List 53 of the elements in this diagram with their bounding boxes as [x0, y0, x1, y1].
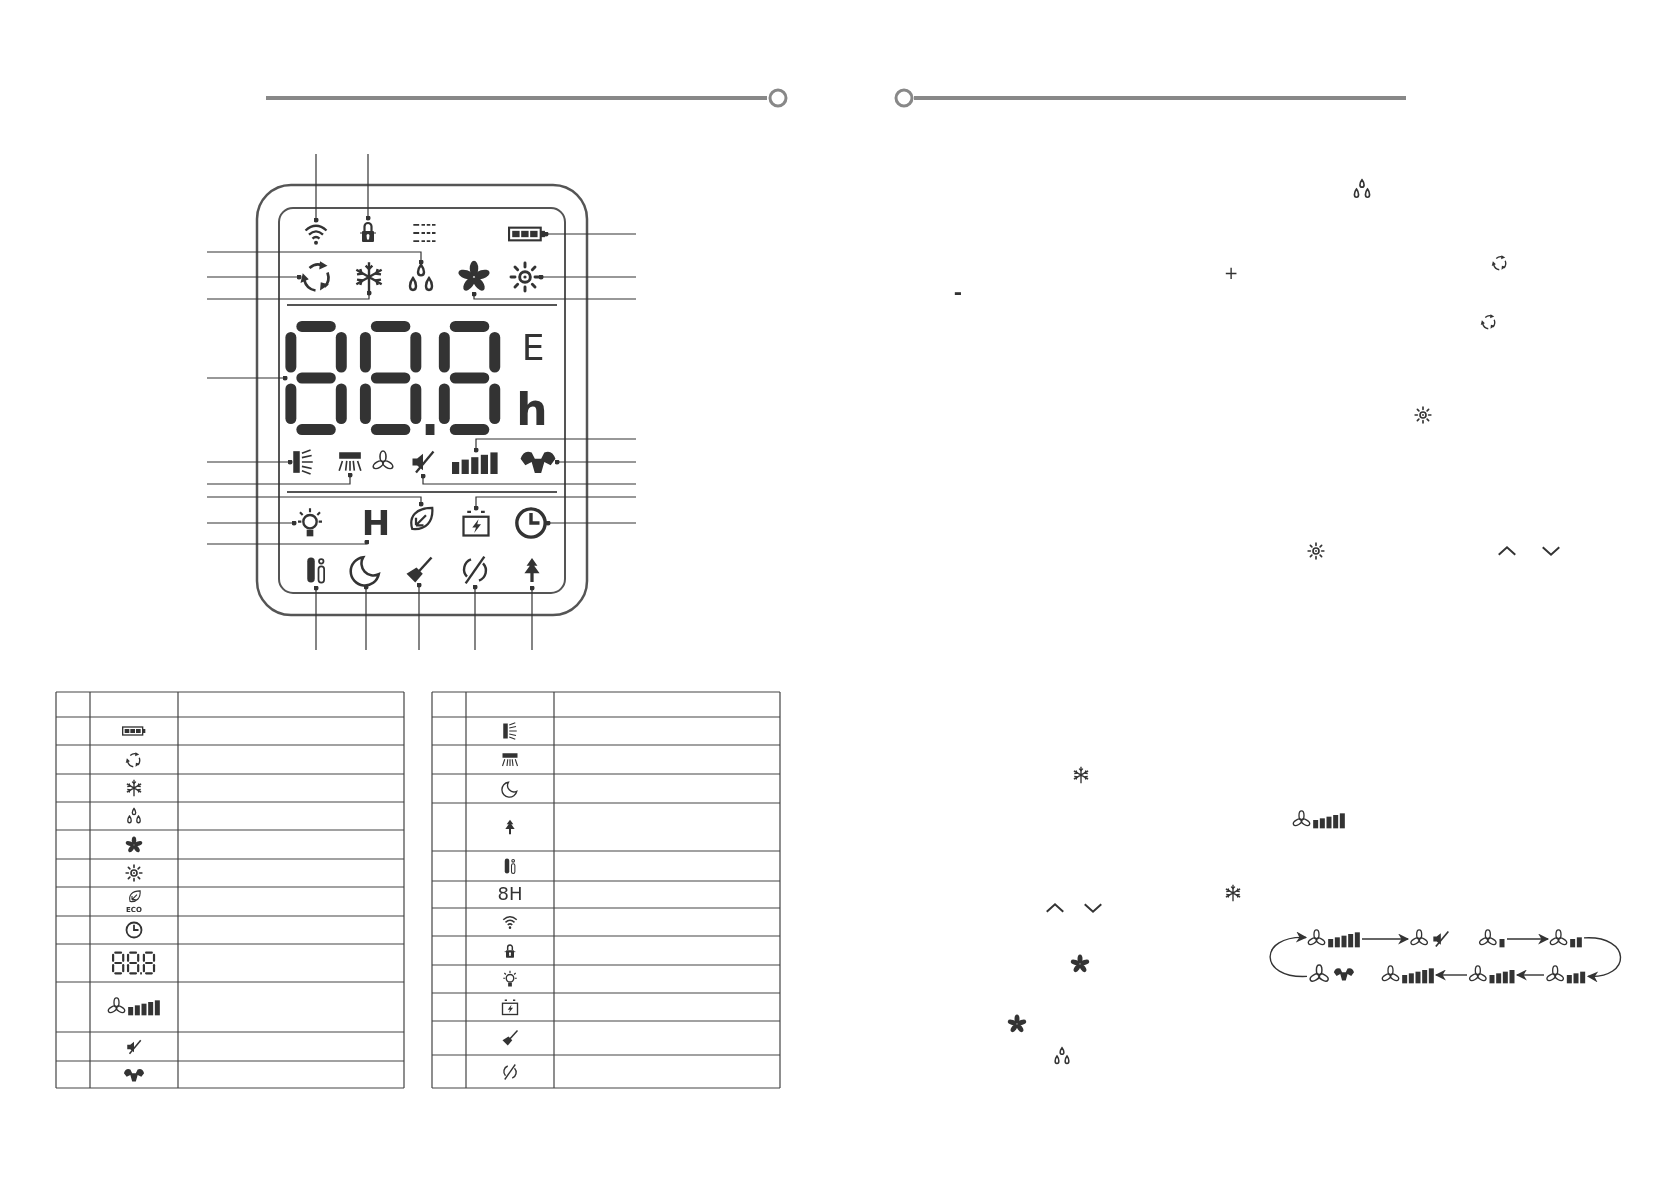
segment-letter: H [362, 504, 390, 542]
vertical-swing-icon [290, 447, 316, 477]
segment-letter: h [519, 388, 545, 432]
arrow [1269, 932, 1308, 978]
leader-line [545, 520, 637, 526]
arrow [1361, 933, 1410, 945]
moon-icon [349, 553, 383, 587]
arrow [1506, 933, 1550, 945]
arrow [1434, 969, 1468, 981]
battery-charge-icon [460, 508, 492, 538]
snowflake-icon [353, 261, 385, 293]
leader-line [416, 582, 422, 651]
leader-line [365, 153, 371, 221]
leader-line [473, 438, 637, 453]
leader-line [363, 584, 369, 651]
fan-speed-icon [1477, 929, 1507, 949]
leader-line [206, 472, 353, 485]
leader-line [206, 539, 370, 545]
leader-line [206, 251, 424, 265]
leader-line [420, 473, 637, 485]
segment-letter: E [522, 329, 544, 367]
plus-sign: + [1223, 264, 1239, 282]
fan-speed-icon [1380, 965, 1436, 985]
table-text: 8H [496, 883, 524, 905]
sun-icon [509, 261, 541, 293]
arrow [1515, 969, 1545, 981]
fan-speed-icon [1467, 965, 1517, 985]
leader-line [206, 290, 372, 300]
leader-line [473, 496, 637, 511]
leader-line [554, 459, 637, 465]
leader-line [206, 496, 424, 507]
leader-line [543, 231, 637, 237]
fan-mute-icon [1408, 929, 1452, 949]
battery-icon [508, 225, 546, 243]
leader-line [206, 274, 302, 280]
leader-line [472, 584, 478, 651]
leader-line [206, 520, 297, 526]
fan-speed-icon [1306, 929, 1362, 949]
fan-speed-icon [1544, 965, 1588, 985]
fan-speed-icon [1548, 929, 1584, 949]
leader-line [313, 585, 319, 651]
leader-line [471, 291, 637, 300]
clock-icon [514, 506, 548, 540]
leader-line [206, 375, 288, 381]
leader-line [529, 585, 535, 651]
broom-icon [404, 555, 434, 585]
muscle-icon [519, 449, 557, 475]
minus-sign: - [952, 283, 964, 301]
arrow [1583, 937, 1622, 982]
leader-line [538, 274, 637, 280]
leader-line [313, 153, 319, 223]
leader-line [206, 459, 293, 465]
fan-icon [457, 260, 491, 294]
